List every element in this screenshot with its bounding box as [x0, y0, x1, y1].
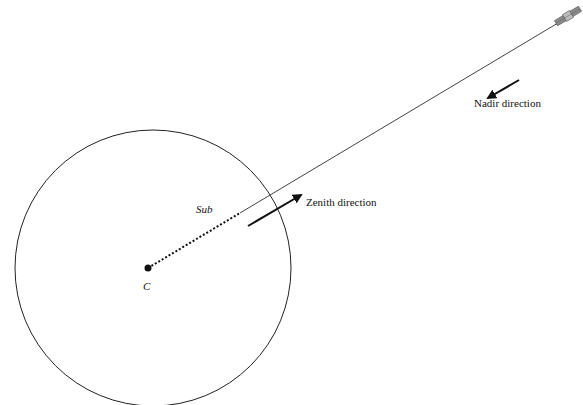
- point-label: C: [143, 280, 150, 293]
- point-label: Sub: [196, 203, 213, 216]
- line-of-sight: [240, 20, 563, 213]
- nadir-arrow: [488, 80, 519, 98]
- earth-circle: [15, 130, 291, 405]
- direction-label: Zenith direction: [306, 196, 377, 209]
- zenith-arrow: [248, 195, 301, 226]
- satellite-icon: [554, 5, 582, 26]
- center-dot: [145, 265, 152, 272]
- direction-label: Nadir direction: [474, 97, 541, 110]
- dotted-radius: [148, 213, 240, 268]
